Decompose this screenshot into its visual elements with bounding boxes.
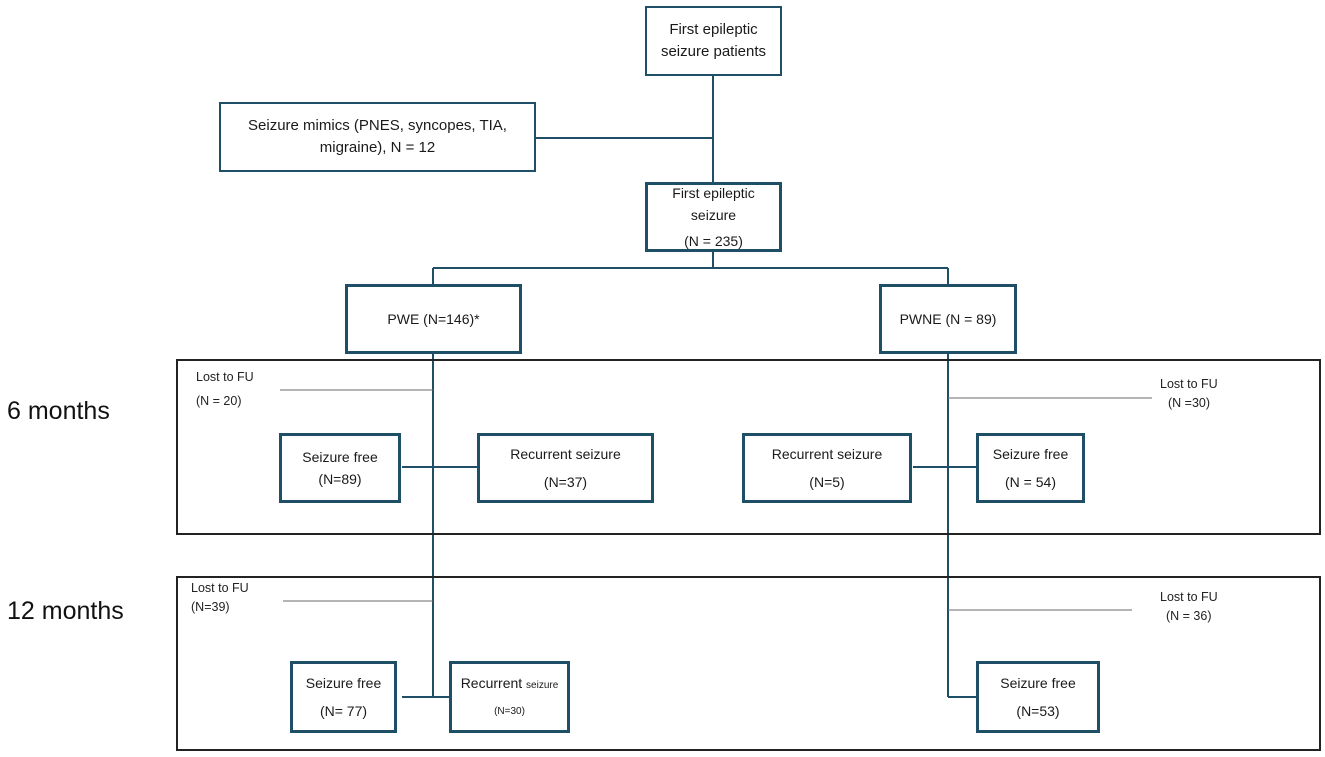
node-seizure-mimics: Seizure mimics (PNES, syncopes, TIA, mig… <box>219 102 536 172</box>
lost-label: Lost to FU <box>1160 590 1218 604</box>
lost-label: Lost to FU <box>1160 377 1218 391</box>
lost-to-fu-12m-left: Lost to FU (N=39) <box>191 580 249 615</box>
period-label-6-months: 6 months <box>7 397 110 425</box>
node-text: PWE (N=146)* <box>387 311 480 327</box>
node-text: Recurrent seizure <box>510 446 621 462</box>
lost-count: (N = 36) <box>1166 609 1212 623</box>
node-6m-pwe-seizure-free: Seizure free (N=89) <box>279 433 401 503</box>
node-6m-pwe-recurrent-seizure: Recurrent seizure (N=37) <box>477 433 654 503</box>
node-text: Seizure free <box>302 449 378 465</box>
node-text: (N=53) <box>1016 703 1060 719</box>
node-text: (N=5) <box>809 474 845 490</box>
node-12m-pwe-recurrent-seizure: Recurrent seizure (N=30) <box>449 661 570 733</box>
node-text: Recurrent seizure <box>771 446 883 462</box>
node-text: (N = 54) <box>1005 474 1056 490</box>
node-first-epileptic-seizure: First epileptic seizure (N = 235) <box>645 182 782 252</box>
node-text: Seizure free <box>1000 675 1076 691</box>
panel-6-months <box>176 359 1321 535</box>
node-text: Seizure free <box>305 675 382 691</box>
lost-label: Lost to FU <box>196 370 254 384</box>
lost-count: (N =30) <box>1168 396 1211 410</box>
lost-count: (N=39) <box>191 600 230 614</box>
node-text: Seizure mimics (PNES, syncopes, TIA, <box>248 117 507 134</box>
node-first-epileptic-seizure-patients: First epileptic seizure patients <box>645 6 782 76</box>
lost-count: (N = 20) <box>196 394 242 408</box>
lost-label: Lost to FU <box>191 581 249 595</box>
node-text: (N=89) <box>318 471 362 487</box>
node-6m-pwne-recurrent-seizure: Recurrent seizure (N=5) <box>742 433 912 503</box>
node-text: seizure <box>690 207 737 223</box>
node-12m-pwe-seizure-free: Seizure free (N= 77) <box>290 661 397 733</box>
node-6m-pwne-seizure-free: Seizure free (N = 54) <box>976 433 1085 503</box>
node-text-main: Recurrent <box>460 674 523 691</box>
node-text: First epileptic <box>669 21 758 38</box>
node-text: (N=30) <box>494 705 525 717</box>
node-text: Seizure free <box>992 446 1069 462</box>
node-text: (N= 77) <box>319 703 368 719</box>
node-text-small: seizure <box>526 679 559 691</box>
node-text: migraine), N = 12 <box>319 139 436 156</box>
lost-to-fu-6m-right: Lost to FU (N =30) <box>1160 376 1218 411</box>
panel-12-months <box>176 576 1321 751</box>
node-text: PWNE (N = 89) <box>899 311 997 327</box>
node-text: (N = 235) <box>684 233 743 249</box>
lost-to-fu-12m-right: Lost to FU (N = 36) <box>1160 589 1218 624</box>
node-text: Recurrent seizure <box>461 672 559 697</box>
lost-to-fu-6m-left: Lost to FU (N = 20) <box>196 369 254 409</box>
node-text: seizure patients <box>660 43 767 60</box>
period-label-12-months: 12 months <box>7 597 124 625</box>
node-pwne: PWNE (N = 89) <box>879 284 1017 354</box>
node-text: (N=37) <box>543 474 588 490</box>
node-text: First epileptic <box>672 185 755 201</box>
node-pwe: PWE (N=146)* <box>345 284 522 354</box>
node-12m-pwne-seizure-free: Seizure free (N=53) <box>976 661 1100 733</box>
